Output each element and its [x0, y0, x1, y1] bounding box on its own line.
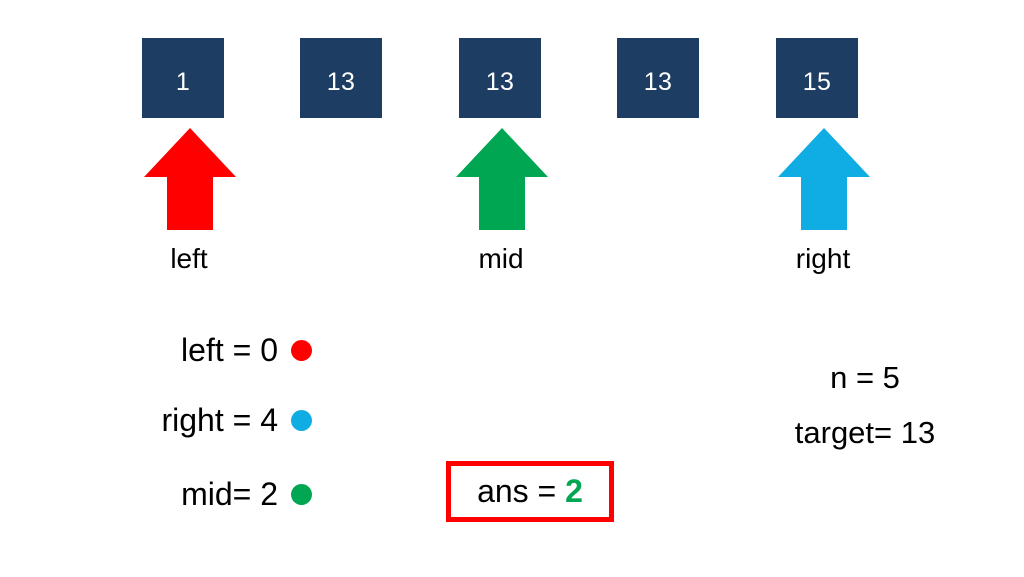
- array-cell-3: 13: [617, 38, 699, 118]
- mid-pointer-label: mid: [478, 243, 524, 274]
- array-cell-value: 13: [326, 67, 356, 96]
- legend-label: left = 0: [181, 332, 278, 368]
- legend-label: mid= 2: [181, 476, 278, 512]
- array-cell-value: 15: [802, 67, 832, 96]
- arrow-up-icon: [778, 128, 870, 230]
- legend-label: right = 4: [161, 402, 278, 438]
- array-cell-value: 13: [485, 67, 515, 96]
- arrow-up-icon: [456, 128, 548, 230]
- legend-item-mid: mid= 2: [110, 474, 312, 514]
- answer-box: ans = 2: [446, 461, 614, 522]
- array-cell-1: 13: [300, 38, 382, 118]
- target-value-info: target= 13: [794, 415, 936, 450]
- answer-value: 2: [565, 472, 583, 509]
- legend-color-dot-red: [291, 339, 312, 361]
- legend-item-right: right = 4: [110, 400, 312, 440]
- left-pointer-arrow: [144, 128, 236, 230]
- array-cell-0: 1: [142, 38, 224, 118]
- array-cell-value: 1: [175, 67, 191, 96]
- right-pointer-label: right: [795, 243, 851, 274]
- left-pointer-label: left: [170, 243, 208, 274]
- array-cell-2: 13: [459, 38, 541, 118]
- arrow-up-icon: [144, 128, 236, 230]
- answer-label: ans =: [477, 472, 566, 509]
- legend-item-left: left = 0: [110, 330, 312, 370]
- array-size-info: n = 5: [830, 360, 900, 395]
- array-cell-value: 13: [643, 67, 673, 96]
- right-pointer-arrow: [778, 128, 870, 230]
- array-cell-4: 15: [776, 38, 858, 118]
- legend-color-dot-blue: [291, 409, 312, 431]
- legend-color-dot-green: [291, 483, 312, 505]
- mid-pointer-arrow: [456, 128, 548, 230]
